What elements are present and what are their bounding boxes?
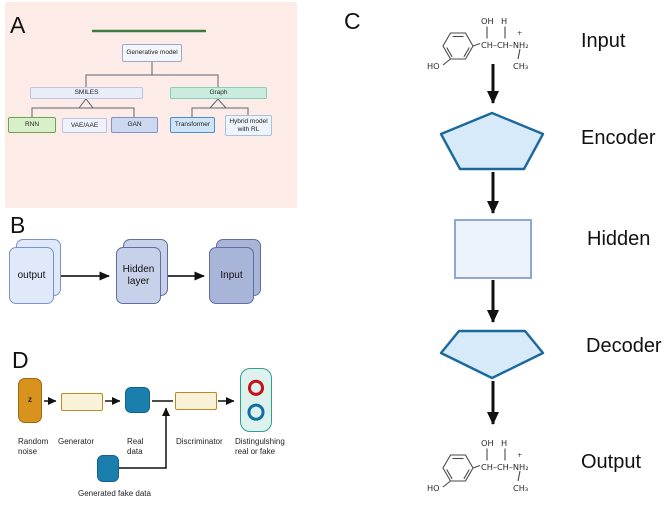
real-fake-indicator-icons [247,379,265,421]
benzene-ring [442,32,474,60]
panel-a-background [5,2,297,208]
atom-ho: HO [427,483,440,493]
node-rnn-text: RNN [24,121,40,129]
real-ring-icon [247,379,265,396]
atom-ho: HO [427,61,440,71]
label-random-noise: Random noise [18,437,48,456]
panel-b-label: B [10,212,26,238]
fake-ring-icon [247,403,265,421]
encoder-pentagon [439,111,545,171]
atom-plus: + [517,451,522,459]
node-generative-model-text: Generative model [126,49,178,57]
node-vae-aae: VAE/AAE [62,118,107,133]
stage-label-hidden: Hidden [587,228,651,250]
label-real-data: Real data [127,437,143,456]
atom-h: H [501,438,507,448]
node-generative-model: Generative model [122,44,182,62]
random-noise-box: z [18,378,42,423]
node-gan: GAN [111,117,158,133]
output-card: output [9,247,54,304]
input-molecule: HO OH H CH–CH–NH₂ + CH₃ [427,16,529,71]
node-graph: Graph [170,87,267,99]
label-generator: Generator [58,437,95,446]
atom-oh: OH [481,16,494,26]
node-hybrid-rl-line2: with RL [237,125,260,133]
input-card: Input [209,247,254,304]
atom-ch3: CH₃ [513,61,528,71]
stage-label-decoder: Decoder [586,335,662,357]
atom-chain: CH–CH–NH₂ [481,40,529,50]
generator-box [61,393,103,411]
stage-label-encoder: Encoder [581,127,656,149]
output-molecule: HO OH H CH–CH–NH₂ + CH₃ [427,438,529,493]
atom-oh: OH [481,438,494,448]
node-hybrid-rl: Hybrid model with RL [225,115,272,136]
atom-ch3: CH₃ [513,483,528,493]
panel-c-label: C [344,8,361,34]
z-text: z [28,395,32,405]
stage-label-output: Output [581,451,642,473]
hidden-layer-card-line1: Hidden [122,264,155,276]
generated-fake-data-box [97,455,119,482]
stage-label-input: Input [581,30,626,52]
input-card-text: Input [220,269,243,281]
label-real-data-line1: Real [127,437,144,446]
atom-plus: + [517,29,522,37]
node-transformer-text: Transformer [174,121,211,129]
atom-h: H [501,16,507,26]
label-random-noise-line1: Random [18,437,49,446]
node-smiles-text: SMILES [74,89,99,97]
hidden-square [454,219,532,279]
node-transformer: Transformer [170,117,215,133]
label-generated-fake-data: Generated fake data [78,489,151,498]
label-distinguishing-line2: real or fake [235,446,276,456]
label-distinguishing-line1: Distingulshing [235,437,285,446]
node-vae-aae-text: VAE/AAE [70,121,99,129]
benzene-ring [442,454,474,482]
node-gan-text: GAN [127,121,142,129]
hidden-layer-card: Hidden layer [116,247,161,304]
panel-d-label: D [12,347,29,373]
label-real-data-line2: data [127,446,143,456]
label-random-noise-line2: noise [18,446,38,456]
discriminator-box [175,392,217,410]
output-card-text: output [17,269,46,281]
node-graph-text: Graph [209,89,228,97]
decoder-pentagon [439,329,545,380]
distinguishing-box [240,368,272,432]
atom-chain: CH–CH–NH₂ [481,462,529,472]
node-smiles: SMILES [30,87,143,99]
label-distinguishing: Distingulshing real or fake [235,437,285,456]
panel-a-label: A [10,12,26,38]
label-discriminator: Discriminator [176,437,223,446]
hidden-layer-card-line2: layer [127,275,150,287]
real-data-box [125,387,150,413]
node-hybrid-rl-line1: Hybrid model [229,118,268,126]
node-rnn: RNN [8,117,56,133]
